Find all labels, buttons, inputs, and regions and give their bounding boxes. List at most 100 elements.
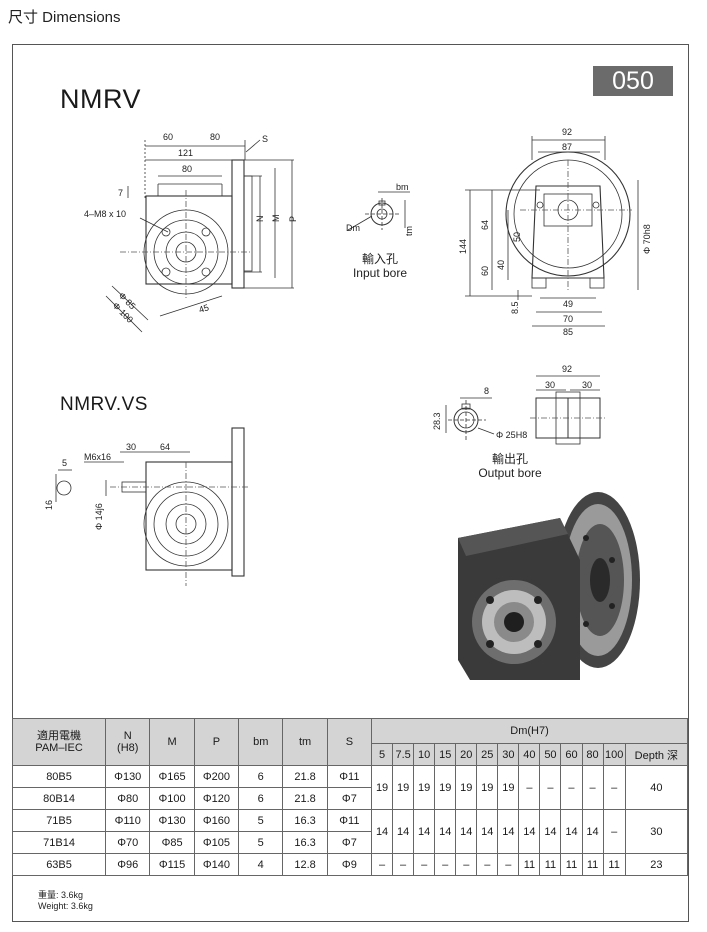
col-p-header: P xyxy=(193,718,240,766)
cell-dm: 14 xyxy=(539,809,562,854)
weight-cn: 重量: 3.6kg xyxy=(38,890,84,900)
input-bm: bm xyxy=(396,182,409,192)
cell-dm: 19 xyxy=(455,765,478,810)
dm-col-header: 80 xyxy=(581,743,604,766)
side-60: 60 xyxy=(480,266,490,276)
vs-5: 5 xyxy=(62,458,67,468)
cell-dm: 19 xyxy=(497,765,520,810)
dim-p: P xyxy=(288,216,298,222)
col-m-header: M xyxy=(149,718,195,766)
vs-16: 16 xyxy=(44,500,54,510)
side-87: 87 xyxy=(562,142,572,152)
cell-dm: – xyxy=(413,853,436,876)
cell-tm: 16.3 xyxy=(282,831,328,854)
cell-s: Φ9 xyxy=(326,853,373,876)
cell-dm: 19 xyxy=(413,765,436,810)
cell-dm: 14 xyxy=(413,809,436,854)
cell-dm: – xyxy=(518,765,541,810)
side-144: 144 xyxy=(458,239,468,254)
cell-model: 71B14 xyxy=(11,831,107,854)
col-n-header: N (H8) xyxy=(105,718,151,766)
cell-bm: 5 xyxy=(238,831,284,854)
nmrv-vs-title: NMRV.VS xyxy=(60,394,148,415)
cell-dm: – xyxy=(497,853,520,876)
cell-model: 71B5 xyxy=(11,809,107,832)
cell-dm: 14 xyxy=(434,809,457,854)
cell-dm: 11 xyxy=(539,853,562,876)
vs-14j6: Φ 14j6 xyxy=(94,503,104,530)
cell-model: 63B5 xyxy=(11,853,107,876)
dim-45: 45 xyxy=(198,302,211,315)
dim-n: N xyxy=(255,216,265,223)
input-bore-caption: 輸入孔 Input bore xyxy=(345,252,415,280)
cell-m: Φ100 xyxy=(149,787,195,810)
cell-dm: 11 xyxy=(602,853,626,876)
cell-dm: – xyxy=(392,853,415,876)
col-s-header: S xyxy=(326,718,373,766)
cell-dm: 19 xyxy=(371,765,394,810)
dm-col-header: 20 xyxy=(455,743,478,766)
cell-depth: 23 xyxy=(624,853,689,876)
col-tm-header: tm xyxy=(282,718,328,766)
technical-drawings: 60 80 S 121 80 7 4–M8 x 10 N M P Φ 85 Φ … xyxy=(44,127,652,680)
vs-view-labels: 5 M6x16 30 64 16 Φ 14j6 xyxy=(44,442,170,530)
cell-dm: 11 xyxy=(581,853,604,876)
output-bore-drawing xyxy=(445,375,606,445)
out-92: 92 xyxy=(562,364,572,374)
cell-n: Φ110 xyxy=(105,809,151,832)
output-bore-caption-en: Output bore xyxy=(478,466,542,480)
input-dm: Dm xyxy=(346,223,360,233)
dim-80a: 80 xyxy=(210,132,220,142)
input-bore-labels: bm Dm tm xyxy=(346,182,414,236)
output-bore-caption-cn: 輸出孔 xyxy=(491,452,528,466)
input-bore-caption-cn: 輸入孔 xyxy=(361,252,398,266)
vs-64: 64 xyxy=(160,442,170,452)
cell-dm: 14 xyxy=(560,809,583,854)
cell-m: Φ115 xyxy=(149,853,195,876)
cell-model: 80B5 xyxy=(11,765,107,788)
output-bore-labels: 8 28.3 Φ 25H8 92 30 30 xyxy=(432,364,592,440)
nmrv-title: NMRV xyxy=(60,84,142,114)
cell-dm: 11 xyxy=(518,853,541,876)
dm-col-header: 10 xyxy=(413,743,436,766)
out-30a: 30 xyxy=(545,380,555,390)
cell-p: Φ140 xyxy=(193,853,240,876)
cell-m: Φ85 xyxy=(149,831,195,854)
cell-tm: 12.8 xyxy=(282,853,328,876)
input-bore-drawing xyxy=(347,191,410,231)
cell-n: Φ80 xyxy=(105,787,151,810)
table-row: 71B5 Φ110 Φ130 Φ160 5 16.3 Φ11 14 14 14 … xyxy=(11,809,689,854)
cell-depth: 30 xyxy=(624,809,689,854)
side-70h8: Φ 70h8 xyxy=(642,224,652,254)
col-model-header: 適用電機 PAM–IEC xyxy=(11,718,107,766)
cell-tm: 16.3 xyxy=(282,809,328,832)
cell-n: Φ130 xyxy=(105,765,151,788)
dm-col-header: 25 xyxy=(476,743,499,766)
cell-depth: 40 xyxy=(624,765,689,810)
cell-dm: 14 xyxy=(518,809,541,854)
cell-dm: 14 xyxy=(371,809,394,854)
dim-7: 7 xyxy=(118,188,123,198)
vs-m6: M6x16 xyxy=(84,452,111,462)
cell-n: Φ96 xyxy=(105,853,151,876)
side-view-drawing xyxy=(465,136,639,327)
cell-dm: 19 xyxy=(434,765,457,810)
out-28-3: 28.3 xyxy=(432,412,442,430)
input-bore-caption-en: Input bore xyxy=(352,266,408,280)
cell-bm: 6 xyxy=(238,787,284,810)
dm-col-header: 15 xyxy=(434,743,457,766)
table-row: 80B5 Φ130 Φ165 Φ200 6 21.8 Φ11 19 19 19 … xyxy=(11,765,689,810)
dm-col-header: 30 xyxy=(497,743,520,766)
gearbox-photo xyxy=(458,492,640,680)
cell-dm: – xyxy=(455,853,478,876)
col-bm-header: bm xyxy=(238,718,284,766)
cell-s: Φ11 xyxy=(326,765,373,788)
cell-dm: – xyxy=(581,765,604,810)
cell-model: 80B14 xyxy=(11,787,107,810)
cell-dm: 14 xyxy=(455,809,478,854)
cell-dm: – xyxy=(434,853,457,876)
weight-note: 重量: 3.6kg Weight: 3.6kg xyxy=(38,890,93,912)
cell-dm: – xyxy=(560,765,583,810)
dim-60: 60 xyxy=(163,132,173,142)
vs-30: 30 xyxy=(126,442,136,452)
